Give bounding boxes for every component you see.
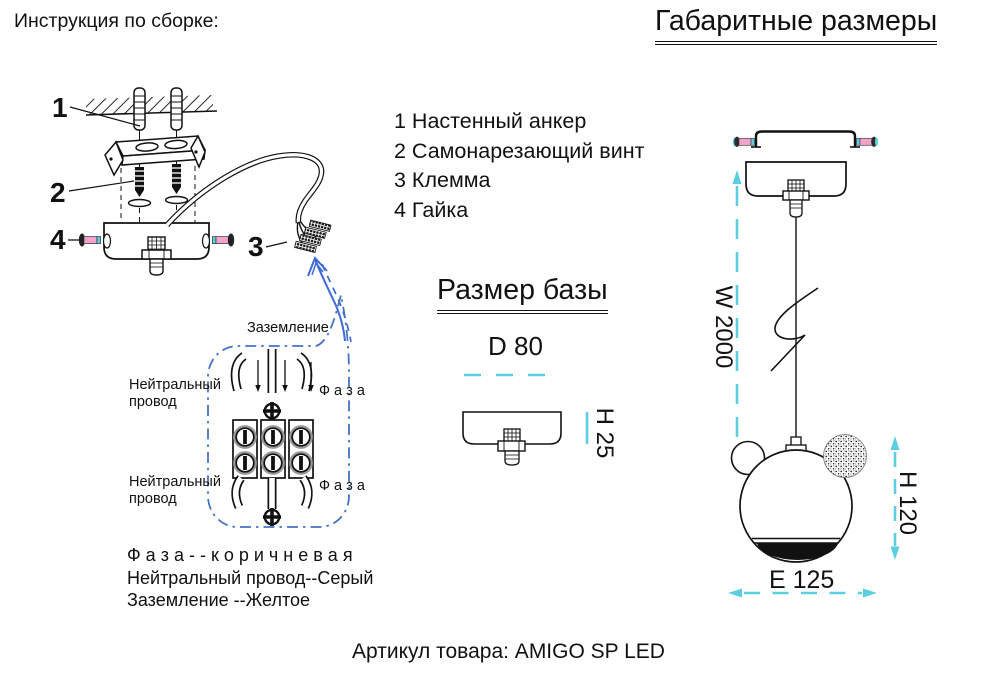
side-screw-left	[78, 233, 101, 247]
phillips-screw-top	[263, 402, 281, 420]
power-cable	[164, 152, 325, 227]
neutral-label-top: Нейтральный провод	[129, 377, 221, 410]
callout-screw: 2	[50, 177, 66, 208]
pendant-mount-bar	[732, 130, 879, 148]
base-diameter-label: D 80	[488, 331, 543, 361]
ground-label: Заземление	[247, 320, 329, 336]
base-size-title: Размер базы	[437, 274, 608, 314]
assembly-canopy	[102, 222, 211, 276]
arrow-to-terminal	[307, 256, 352, 343]
wire-ends-top	[230, 349, 314, 393]
mounting-bracket	[104, 134, 207, 177]
legend-neutral: Нейтральный провод--Серый	[127, 567, 374, 588]
side-screw-right	[212, 233, 235, 247]
base-height-label: H 25	[591, 407, 618, 459]
dim-e-line	[728, 588, 877, 598]
parts-list-item: 4 Гайка	[394, 197, 469, 222]
terminal-connector	[294, 219, 332, 254]
pendant-sphere	[730, 434, 867, 563]
terminal-block	[232, 419, 314, 479]
alignment-dashes	[120, 166, 196, 222]
cord-squiggle	[770, 287, 819, 372]
callout-terminal: 3	[248, 231, 264, 262]
sphere-diffuser	[757, 543, 838, 560]
parts-list-item: 2 Самонарезающий винт	[394, 138, 645, 163]
ceiling-hatch	[85, 95, 218, 116]
phase-label-bottom: Ф а з а	[319, 478, 365, 494]
lamp-height-label: H 120	[894, 470, 921, 536]
parts-list-item: 1 Настенный анкер	[394, 109, 587, 133]
pendant-cord	[770, 217, 819, 437]
phase-label-top: Ф а з а	[319, 383, 365, 399]
wiring-diagram	[207, 294, 350, 528]
self-tapping-screw-right	[164, 164, 189, 222]
dim-w-line	[732, 170, 742, 445]
pendant-canopy	[745, 161, 847, 218]
instructions-title: Инструкция по сборке:	[14, 10, 219, 32]
wire-color-legend: Ф а з а - - к о р и ч н е в а я Нейтраль…	[127, 544, 373, 612]
neutral-label-bottom: Нейтральный провод	[129, 474, 221, 507]
article-label: Артикул товара: AMIGO SP LED	[352, 640, 665, 663]
sphere-right-ball	[823, 434, 867, 478]
phillips-screw-bottom	[263, 508, 281, 526]
lamp-width-label: E 125	[769, 566, 835, 594]
self-tapping-screw-left	[127, 167, 152, 222]
wall-anchor-right	[170, 87, 183, 131]
legend-ground: Заземление --Желтое	[127, 590, 311, 610]
base-drawing	[462, 373, 589, 466]
callout-nut: 4	[50, 224, 66, 255]
legend-phase: Ф а з а - - к о р и ч н е в а я	[127, 545, 353, 565]
callout-anchor: 1	[52, 92, 68, 123]
sphere-body	[739, 449, 853, 563]
dim-h-line	[890, 436, 900, 560]
parts-list-item: 3 Клемма	[394, 168, 491, 192]
wire-length-label: W 2000	[710, 285, 737, 369]
wall-anchor-left	[133, 87, 146, 131]
dimensions-title: Габаритные размеры	[655, 5, 938, 45]
wire-ends-bottom	[231, 475, 313, 509]
parts-list: 1 Настенный анкер 2 Самонарезающий винт …	[394, 107, 644, 225]
